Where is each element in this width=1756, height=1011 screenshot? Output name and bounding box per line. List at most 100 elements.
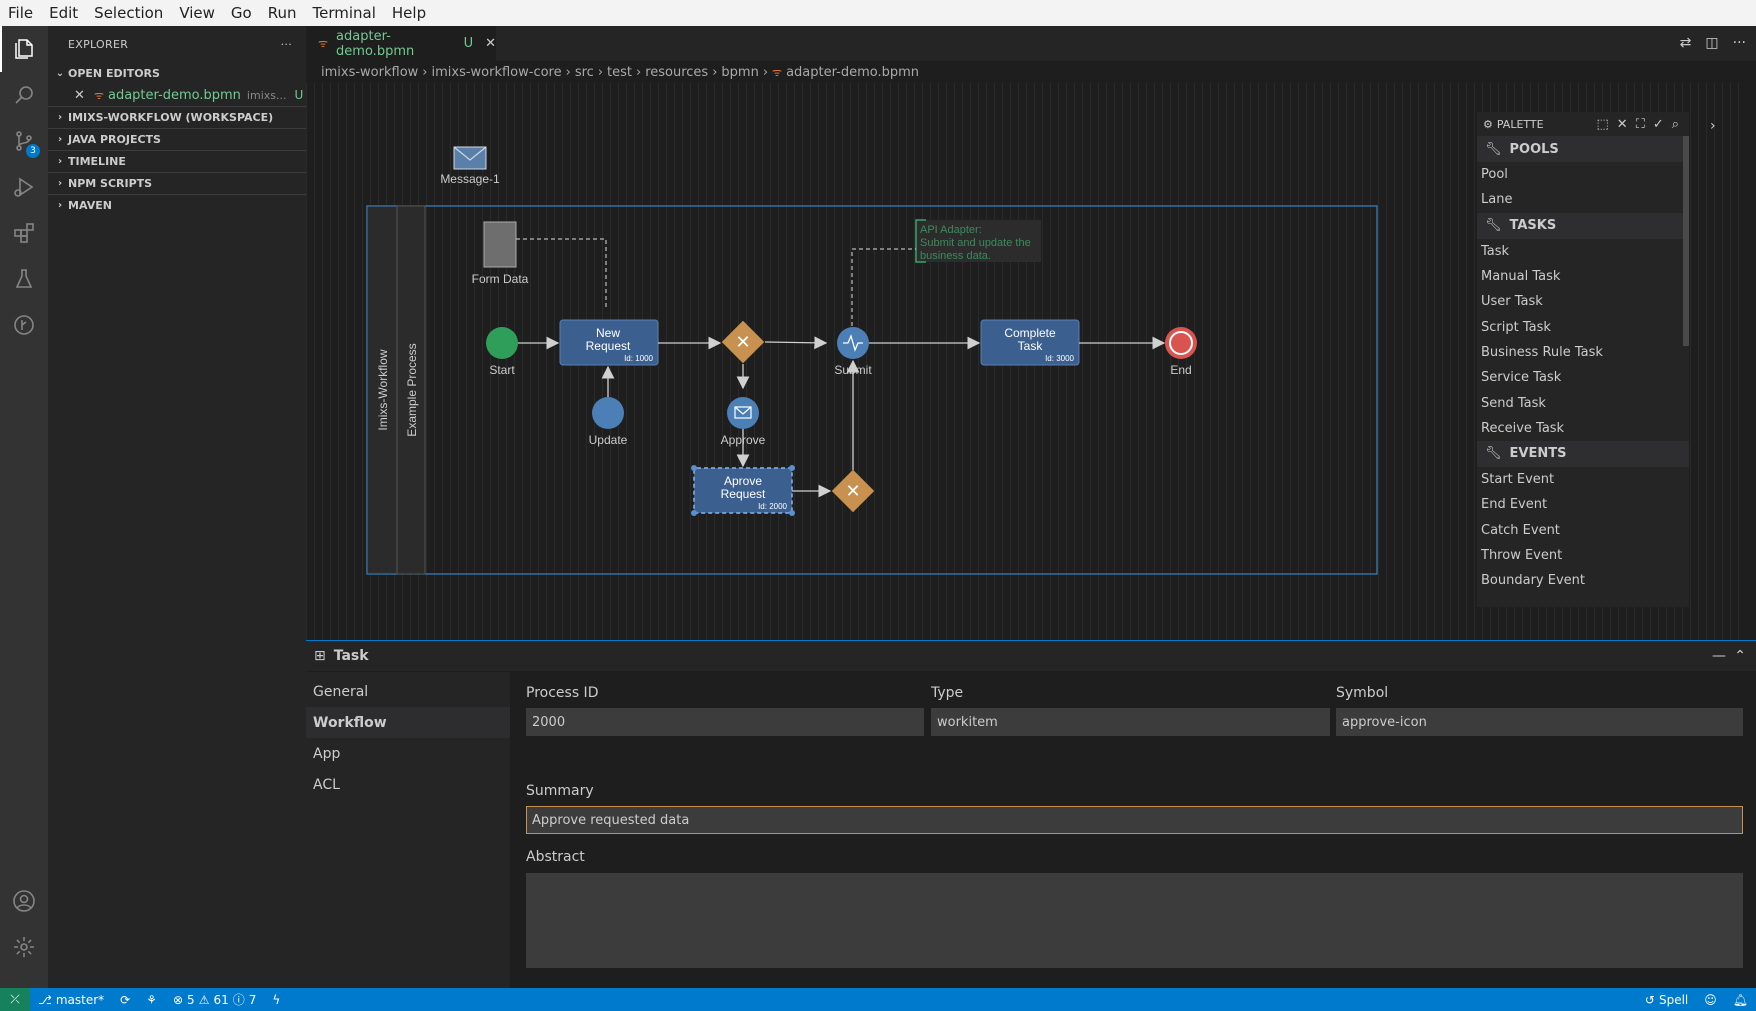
breadcrumb-item[interactable]: adapter-demo.bpmn: [786, 64, 919, 80]
start-event[interactable]: [486, 327, 518, 359]
breadcrumb-item[interactable]: src: [574, 64, 594, 80]
nav-app[interactable]: App: [313, 745, 341, 762]
delete-icon[interactable]: ✕: [1616, 116, 1628, 132]
git-branch-icon: ⎇: [38, 992, 52, 1007]
palette-item-lane[interactable]: Lane: [1481, 192, 1513, 208]
close-icon[interactable]: ✕: [74, 87, 85, 103]
update-event[interactable]: [592, 397, 624, 429]
symbol-input[interactable]: approve-icon: [1336, 708, 1743, 736]
feedback-icon[interactable]: ☺: [1704, 992, 1717, 1007]
annotation-box[interactable]: [916, 220, 1041, 262]
nav-workflow[interactable]: Workflow: [306, 707, 510, 738]
fit-to-screen-icon[interactable]: ⛶: [1635, 116, 1645, 132]
spell-item[interactable]: ↺ Spell: [1637, 993, 1696, 1007]
palette-item-start-event[interactable]: Start Event: [1481, 472, 1555, 488]
run-debug-icon[interactable]: [0, 164, 48, 210]
menu-file[interactable]: File: [8, 4, 34, 22]
palette-collapse-icon[interactable]: ›: [1710, 118, 1716, 134]
menu-selection[interactable]: Selection: [94, 4, 164, 22]
menu-edit[interactable]: Edit: [49, 4, 79, 22]
open-changes-icon[interactable]: ⇄: [1679, 35, 1692, 51]
section-workspace[interactable]: ›IMIXS-WORKFLOW (WORKSPACE): [48, 106, 306, 128]
type-input[interactable]: workitem: [931, 708, 1330, 736]
settings-gear-icon[interactable]: [0, 924, 48, 970]
palette-item-script-task[interactable]: Script Task: [1481, 319, 1551, 335]
section-java-projects[interactable]: ›JAVA PROJECTS: [48, 128, 306, 150]
selection-handle[interactable]: [691, 465, 697, 471]
palette-scrollbar[interactable]: [1683, 136, 1689, 346]
explorer-title: EXPLORER: [68, 37, 129, 51]
palette-category-tasks[interactable]: 🔧︎ TASKS: [1477, 212, 1689, 239]
palette-item-boundary-event[interactable]: Boundary Event: [1481, 573, 1585, 589]
lightning-icon[interactable]: ϟ: [272, 992, 281, 1007]
palette-item-user-task[interactable]: User Task: [1481, 294, 1543, 310]
palette: ⚙ PALETTE ⬚ ✕ ⛶ ✓ ⌕ 🔧︎ POOLS Pool Lane 🔧…: [1477, 112, 1689, 607]
palette-item-service-task[interactable]: Service Task: [1481, 370, 1562, 386]
selection-handle[interactable]: [789, 510, 795, 516]
account-icon[interactable]: [0, 878, 48, 924]
search-icon[interactable]: [0, 72, 48, 118]
abstract-textarea[interactable]: [526, 873, 1743, 968]
pool[interactable]: [366, 205, 1378, 575]
message-icon[interactable]: [453, 146, 487, 170]
palette-category-pools[interactable]: 🔧︎ POOLS: [1477, 136, 1689, 162]
data-object[interactable]: [483, 221, 517, 268]
breadcrumb-item[interactable]: resources: [645, 64, 709, 80]
nav-acl[interactable]: ACL: [313, 776, 340, 793]
section-timeline[interactable]: ›TIMELINE: [48, 150, 306, 172]
palette-item-manual-task[interactable]: Manual Task: [1481, 269, 1561, 285]
source-control-icon[interactable]: 3: [0, 118, 48, 164]
section-label: IMIXS-WORKFLOW (WORKSPACE): [68, 111, 274, 124]
remote-icon[interactable]: ⤫: [0, 988, 30, 1011]
testing-icon[interactable]: [0, 256, 48, 302]
process-id-input[interactable]: 2000: [526, 708, 924, 736]
breadcrumb-item[interactable]: imixs-workflow: [321, 64, 419, 80]
section-maven[interactable]: ›MAVEN: [48, 194, 306, 216]
palette-item-catch-event[interactable]: Catch Event: [1481, 522, 1560, 538]
palette-item-business-rule-task[interactable]: Business Rule Task: [1481, 344, 1603, 360]
palette-category-events[interactable]: 🔧︎ EVENTS: [1477, 440, 1689, 467]
breadcrumb-item[interactable]: test: [607, 64, 632, 80]
section-label: JAVA PROJECTS: [68, 133, 161, 146]
nav-general[interactable]: General: [313, 683, 369, 700]
menu-run[interactable]: Run: [267, 4, 297, 22]
palette-item-task[interactable]: Task: [1481, 243, 1510, 259]
sync-icon[interactable]: ⟳: [120, 992, 131, 1007]
breadcrumb-item[interactable]: imixs-workflow-core: [431, 64, 562, 80]
split-editor-icon[interactable]: ◫: [1705, 35, 1719, 51]
git-graph-icon[interactable]: [0, 302, 48, 348]
summary-input[interactable]: Approve requested data: [526, 806, 1743, 834]
selection-handle[interactable]: [691, 510, 697, 516]
git-graph-status-icon[interactable]: ⚘: [146, 992, 157, 1007]
section-npm-scripts[interactable]: ›NPM SCRIPTS: [48, 172, 306, 194]
menu-go[interactable]: Go: [230, 4, 252, 22]
extensions-icon[interactable]: [0, 210, 48, 256]
more-actions-icon[interactable]: ···: [280, 37, 292, 51]
branch-item[interactable]: ⎇ master*: [30, 993, 112, 1007]
validate-icon[interactable]: ✓: [1652, 116, 1664, 132]
palette-item-send-task[interactable]: Send Task: [1481, 395, 1546, 411]
palette-item-end-event[interactable]: End Event: [1481, 497, 1548, 513]
breadcrumb-item[interactable]: bpmn: [721, 64, 759, 80]
notifications-icon[interactable]: 🔔︎: [1732, 992, 1748, 1007]
select-icon[interactable]: ⬚: [1596, 116, 1609, 132]
open-editor-item[interactable]: ✕ ᯤ adapter-demo.bpmn imixs... U: [48, 84, 306, 106]
minimize-icon[interactable]: —: [1712, 648, 1726, 664]
palette-item-pool[interactable]: Pool: [1481, 167, 1508, 183]
tab-close-icon[interactable]: ✕: [485, 36, 496, 51]
open-editors-section[interactable]: ⌄ OPEN EDITORS: [48, 62, 306, 84]
palette-item-receive-task[interactable]: Receive Task: [1481, 420, 1565, 436]
search-icon[interactable]: ⌕: [1671, 116, 1679, 132]
more-actions-icon[interactable]: ···: [1732, 35, 1746, 51]
menu-view[interactable]: View: [179, 4, 215, 22]
collapse-icon[interactable]: ⌃: [1734, 648, 1746, 664]
task-aprove-request[interactable]: [693, 467, 793, 514]
menu-terminal[interactable]: Terminal: [312, 4, 376, 22]
palette-item-throw-event[interactable]: Throw Event: [1481, 548, 1563, 563]
explorer-icon[interactable]: [0, 26, 48, 72]
menu-help[interactable]: Help: [391, 4, 427, 22]
approve-event[interactable]: [727, 397, 759, 429]
editor-tab[interactable]: ᯤ adapter-demo.bpmn U ✕: [306, 26, 496, 61]
selection-handle[interactable]: [789, 465, 795, 471]
